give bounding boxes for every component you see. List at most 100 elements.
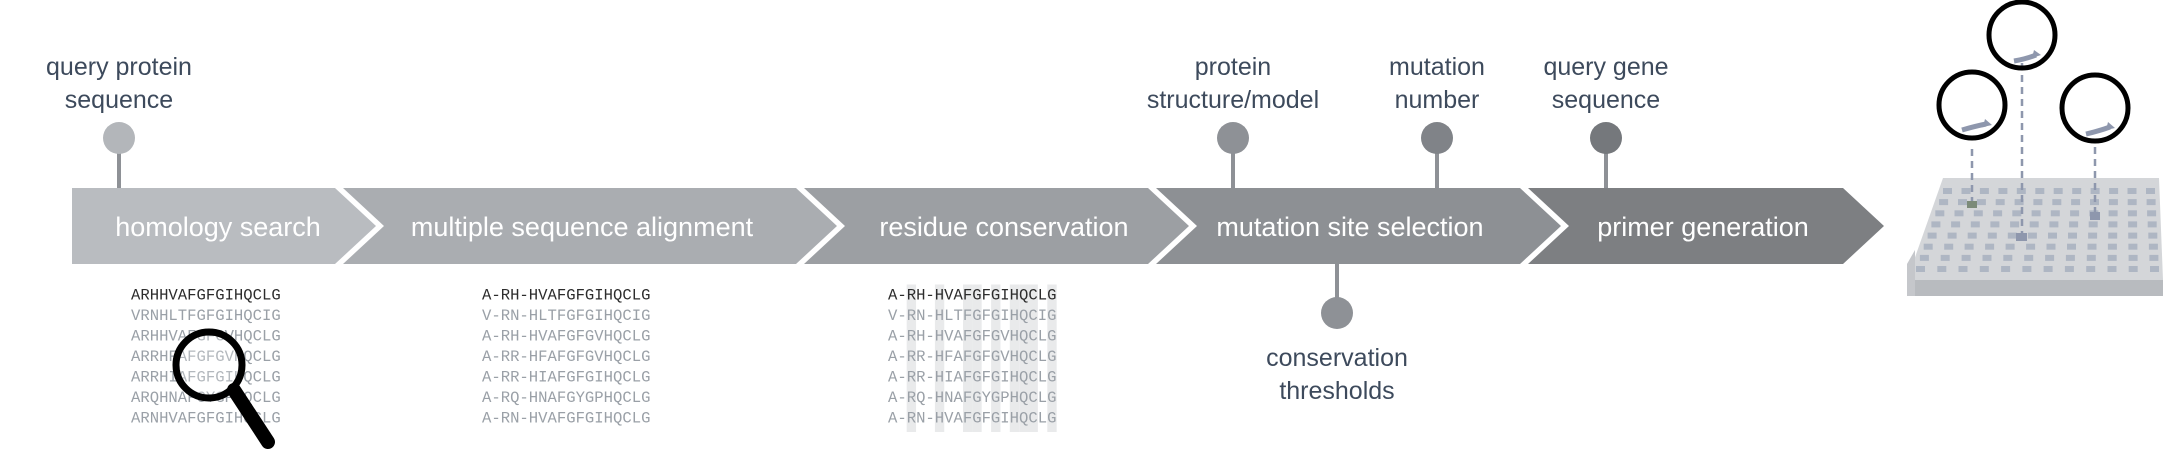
plate-well xyxy=(2050,210,2060,217)
mutation-number-label-line2: number xyxy=(1395,86,1480,114)
plate-well xyxy=(1998,188,2008,194)
sequence-row: A-RR-HFAFGFGVHQCLG xyxy=(482,348,650,366)
plate-well xyxy=(2024,254,2034,261)
plate-well xyxy=(2035,188,2045,194)
conserved-column xyxy=(963,284,973,432)
plate-well xyxy=(2086,254,2096,261)
plate-well xyxy=(2007,232,2017,239)
plate-well xyxy=(1931,221,1941,228)
sequence-row: ARHHVAFGFGVHQCLG xyxy=(131,328,281,346)
plate-well xyxy=(2128,254,2138,261)
plate-well xyxy=(2128,243,2138,250)
plate-well xyxy=(2088,221,2098,228)
sequence-row: A-RN-HVAFGFGIHQCLG xyxy=(482,410,650,428)
plate-well xyxy=(2048,232,2057,239)
stage-residue-conservation-label: residue conservation xyxy=(879,212,1128,242)
plate-well xyxy=(2086,266,2096,272)
plate-well xyxy=(2149,254,2159,261)
stage-homology-search-arrow xyxy=(72,188,376,264)
plate-well xyxy=(2087,243,2097,250)
plate-well xyxy=(1958,266,1968,272)
plate-well xyxy=(2146,188,2155,194)
plate-well xyxy=(1937,266,1947,272)
plate-well xyxy=(2127,210,2137,217)
plate-well xyxy=(2108,199,2118,206)
stage-msa-arrow xyxy=(343,188,837,264)
plate-well xyxy=(2108,221,2118,228)
plate-well xyxy=(2033,199,2043,206)
query-gene-sequence-label-line2: sequence xyxy=(1552,86,1660,114)
mutation-number-label-line1: mutation xyxy=(1389,53,1485,81)
plate-well xyxy=(2088,232,2098,239)
plate-well xyxy=(1927,232,1937,239)
plate-well xyxy=(2090,188,2100,194)
plate-well xyxy=(2147,210,2157,217)
plate-well xyxy=(2052,199,2062,206)
plate-well xyxy=(2045,254,2055,261)
conserved-column xyxy=(1028,284,1038,432)
plate-well xyxy=(1961,188,1971,194)
plasmid-icon xyxy=(2059,72,2131,144)
plate-well xyxy=(1964,243,1974,250)
plate-well xyxy=(1947,232,1957,239)
plate-well xyxy=(2043,266,2053,272)
sequence-row: V-RN-HLTFGFGIHQCIG xyxy=(888,307,1056,325)
conserved-column xyxy=(1019,284,1029,432)
conserved-column xyxy=(1047,284,1057,432)
plate-well xyxy=(2001,266,2011,272)
plate-well xyxy=(2128,221,2138,228)
sequence-row: A-RR-HFAFGFGVHQCLG xyxy=(888,348,1056,366)
conserved-column xyxy=(972,284,982,432)
pin-head xyxy=(1321,297,1353,329)
plate-well xyxy=(1973,210,1983,217)
plate-well xyxy=(1916,266,1925,272)
stage-primer-generation-label: primer generation xyxy=(1597,212,1809,242)
plate-well xyxy=(1987,232,1997,239)
plate-well xyxy=(1982,254,1992,261)
pin-head xyxy=(1421,122,1453,154)
sequence-row: A-RR-HIAFGFGIHQCLG xyxy=(888,369,1056,387)
plate-well xyxy=(1985,243,1995,250)
sequence-row: A-RH-HVAFGFGVHQCLG xyxy=(482,328,650,346)
plate-wells xyxy=(1916,188,2159,272)
stage-mutation-site-selection-arrow xyxy=(1156,188,1561,264)
msa-sequence-list: A-RH-HVAFGFGIHQCLGV-RN-HLTFGFGIHQCIGA-RH… xyxy=(482,287,650,428)
conservation-sequence-list: A-RH-HVAFGFGIHQCLG V-RN-HLTFGFGIHQCIG A-RH… xyxy=(888,287,1056,428)
query-protein-sequence-label-line2: sequence xyxy=(65,86,173,114)
plate-well xyxy=(2012,210,2022,217)
plate-well xyxy=(2029,221,2039,228)
plate-well xyxy=(1951,221,1961,228)
conserved-column xyxy=(906,284,917,432)
magnifier-icon xyxy=(172,328,275,449)
plate-well xyxy=(2031,210,2041,217)
stage-primer-generation-arrow xyxy=(1528,188,1884,264)
protein-structure-model-label-line2: structure/model xyxy=(1147,86,1319,114)
sequence-row: ARHHVAFGFGIHQCLG xyxy=(131,287,281,305)
plate-well xyxy=(2071,199,2081,206)
sequence-row: A-RQ-HNAFGYGPHQCLG xyxy=(482,389,650,407)
plate-well xyxy=(1939,199,1949,206)
plate-well xyxy=(1954,210,1964,217)
conserved-column xyxy=(991,284,1001,432)
plate-well xyxy=(1923,243,1933,250)
sequence-row: V-RN-HLTFGFGIHQCIG xyxy=(482,307,650,325)
plate-well xyxy=(2127,188,2137,194)
sequence-row: A-RH-HVAFGFGVHQCLG xyxy=(888,328,1056,346)
pin-head xyxy=(1217,122,1249,154)
conservation-thresholds-label-line2: thresholds xyxy=(1279,377,1394,405)
sequence-row: A-RH-HVAFGFGIHQCLG xyxy=(888,287,1056,305)
stage-mutation-site-selection-label: mutation site selection xyxy=(1216,212,1483,242)
plate-well xyxy=(1943,188,1952,194)
sequence-row: VRNHLTFGFGIHQCIG xyxy=(131,307,281,325)
plate-well xyxy=(2107,254,2117,261)
plate-well xyxy=(2150,266,2159,272)
plate-well xyxy=(1967,232,1977,239)
plate-well xyxy=(2027,232,2037,239)
plate-well xyxy=(2108,232,2118,239)
stage-msa-label: multiple sequence alignment xyxy=(411,212,754,242)
pin-head xyxy=(1590,122,1622,154)
plate-well xyxy=(1979,188,1989,194)
plate-well xyxy=(1961,254,1971,261)
plate-well xyxy=(2072,188,2082,194)
